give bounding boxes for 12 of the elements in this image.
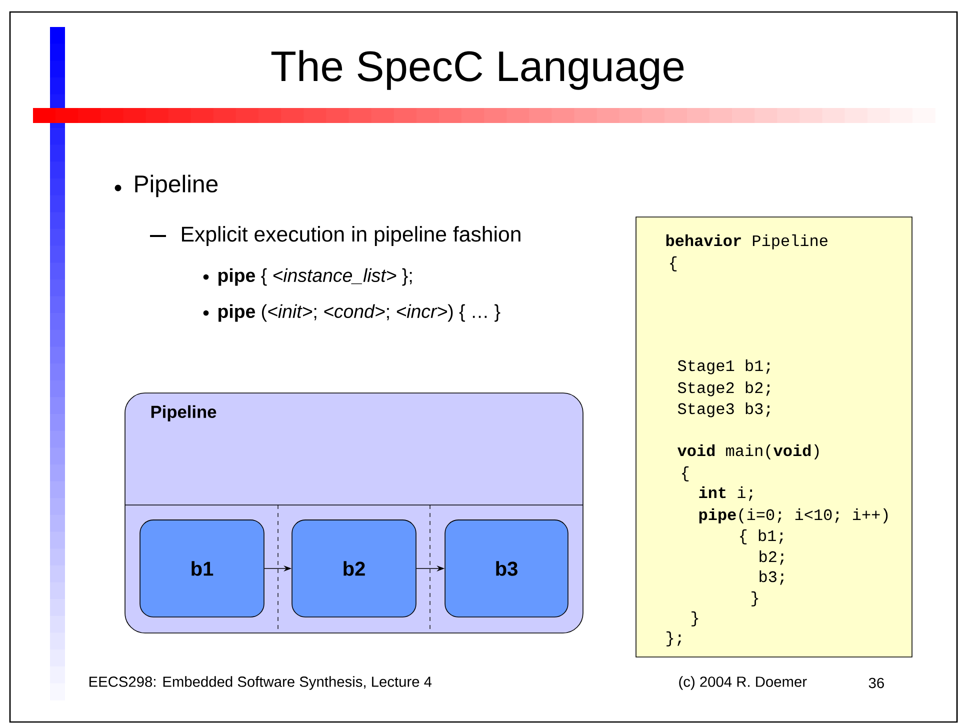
code-listing: behavior Pipeline { Stage1 b1; Stage2 b2; Stage3 b3; void main(void) { int i; pipe(i=0; i<10; i++) { b1; b2; b3; } } }; xyxy=(636,216,912,658)
footer-text: (c) 2004 R. Doemer xyxy=(679,676,807,690)
slide-title: The SpecC Language xyxy=(271,50,684,90)
sub-bullet-text: Explicit execution in pipeline fashion xyxy=(182,226,520,246)
behavior-box: b1 xyxy=(140,520,264,618)
behavior-box: b3 xyxy=(444,520,568,618)
syntax-item: pipe (<init>; <cond>; <incr>) { … } xyxy=(218,304,500,322)
page-number: 36 xyxy=(868,678,884,688)
bullet-text: Pipeline xyxy=(135,174,218,198)
behavior-box: b2 xyxy=(292,520,416,618)
footer-text: EECS298: Embedded Software Synthesis, Lecture 4 xyxy=(89,676,432,690)
syntax-item: pipe { <instance_list> }; xyxy=(218,268,412,286)
